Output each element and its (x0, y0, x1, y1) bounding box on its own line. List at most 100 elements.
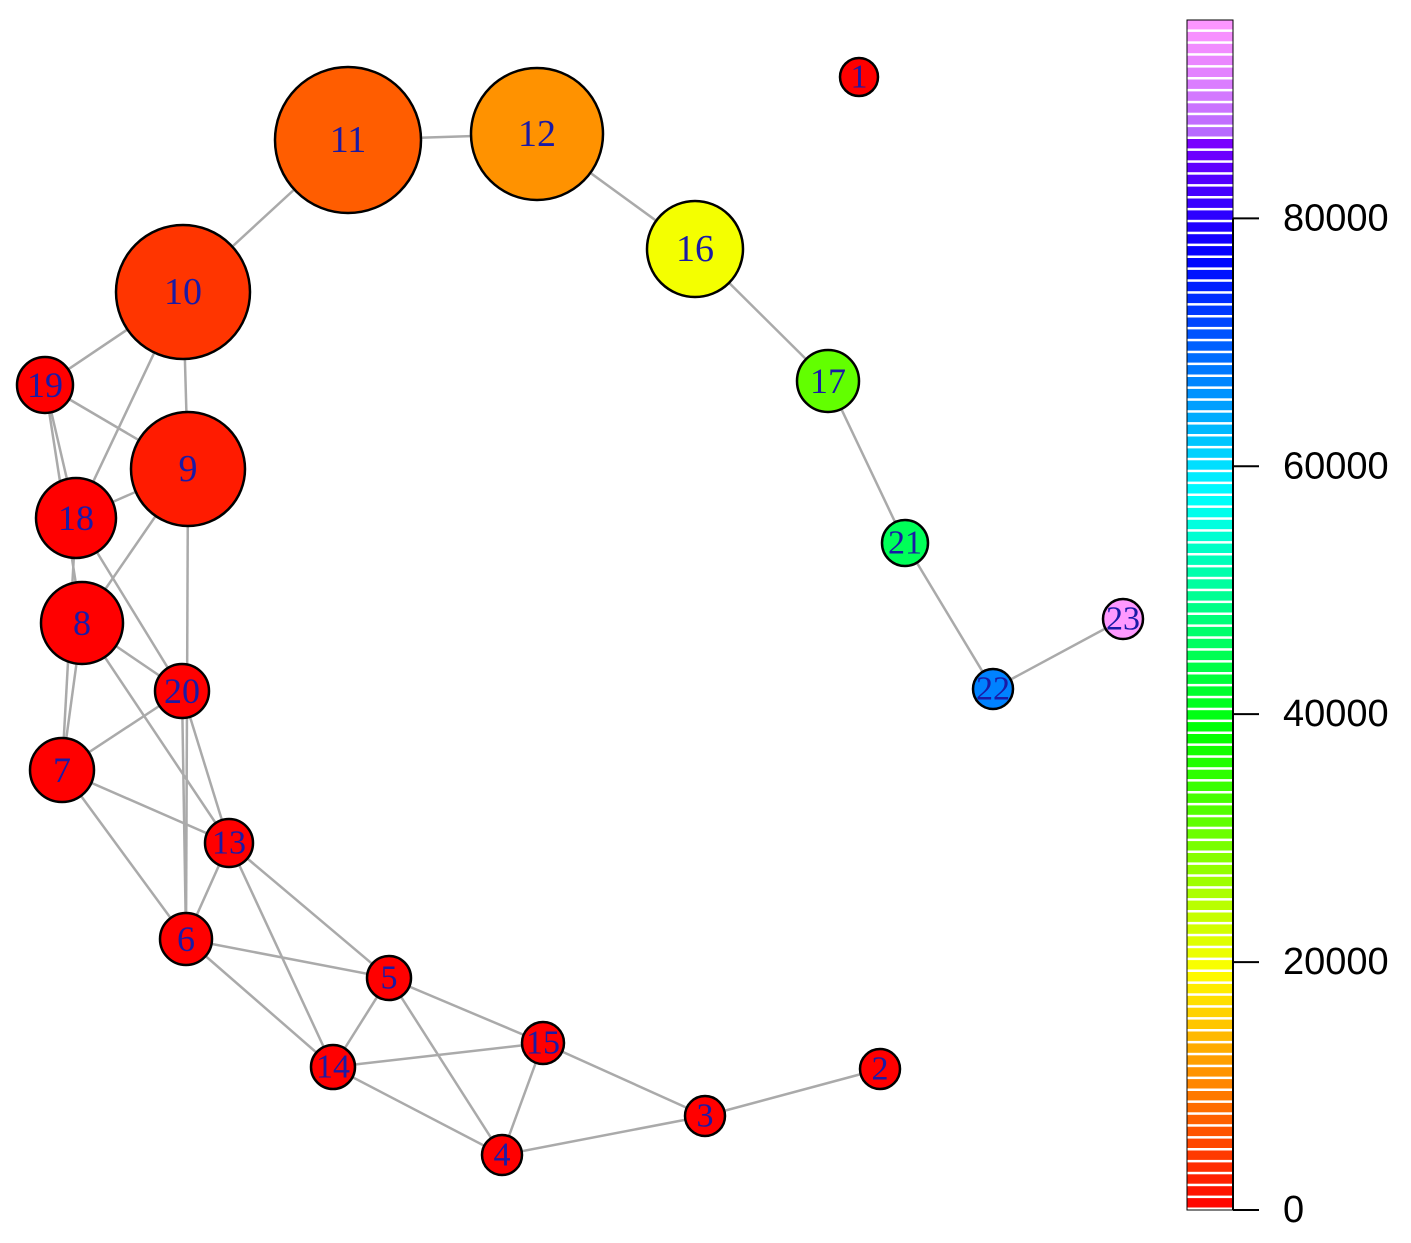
node-10-label: 10 (164, 271, 202, 313)
node-14: 14 (309, 1043, 357, 1091)
node-2: 2 (858, 1047, 902, 1091)
node-7-label: 7 (53, 750, 71, 790)
node-20: 20 (153, 662, 211, 720)
color-legend-band (1187, 139, 1233, 149)
edge-13-5 (228, 842, 390, 979)
color-legend-band (1187, 710, 1233, 720)
color-legend-band (1187, 924, 1233, 934)
color-legend-band (1187, 1114, 1233, 1125)
node-6: 6 (158, 911, 214, 967)
color-legend-band (1187, 162, 1233, 173)
node-22-label: 22 (976, 671, 1010, 708)
node-9: 9 (129, 410, 247, 528)
color-legend-band (1187, 198, 1233, 208)
color-legend-band (1187, 79, 1233, 89)
color-legend-band (1187, 948, 1233, 958)
node-3-circle (683, 1094, 727, 1138)
edge-5-4 (387, 977, 504, 1156)
color-legend-band (1187, 936, 1233, 946)
color-legend-band (1187, 591, 1233, 601)
color-legend-band (1187, 793, 1233, 803)
color-legend-band (1187, 1055, 1233, 1065)
color-legend-band (1187, 912, 1233, 922)
node-16-circle (645, 199, 745, 299)
color-legend-band (1187, 424, 1233, 434)
color-legend-band (1187, 388, 1233, 399)
edge-14-4 (332, 1065, 503, 1157)
color-legend-band (1187, 281, 1233, 292)
color-legend-band (1187, 353, 1233, 363)
color-legend-band (1187, 853, 1233, 863)
color-legend-band (1187, 317, 1233, 327)
node-8-circle (39, 580, 125, 666)
color-legend-band (1187, 603, 1233, 613)
node-23: 23 (1101, 597, 1145, 641)
node-4: 4 (480, 1133, 524, 1177)
node-9-label: 9 (179, 448, 198, 490)
color-legend-bands (1187, 20, 1233, 1208)
node-18-circle (34, 476, 118, 560)
edge-6-5 (185, 937, 390, 980)
color-legend-band (1187, 305, 1233, 315)
node-19-label: 19 (27, 365, 63, 405)
color-legend-band (1187, 293, 1233, 304)
color-legend-band (1187, 460, 1233, 470)
color-legend-band (1187, 888, 1233, 899)
node-6-label: 6 (177, 919, 195, 959)
color-legend-band (1187, 995, 1233, 1006)
edge-7-6 (60, 769, 188, 940)
node-10-circle (114, 223, 252, 361)
color-legend-band (1187, 496, 1233, 506)
node-23-circle (1101, 597, 1145, 641)
color-legend-band (1187, 246, 1233, 256)
edge-4-3 (501, 1114, 706, 1157)
node-2-label: 2 (872, 1051, 889, 1088)
node-11-label: 11 (330, 119, 367, 161)
color-legend-band (1187, 91, 1233, 101)
node-7: 7 (28, 736, 96, 804)
node-22-circle (971, 667, 1015, 711)
color-legend-tick-label-4: 80000 (1283, 197, 1389, 239)
color-legend-band (1187, 472, 1233, 482)
node-7-circle (28, 736, 96, 804)
color-legend-band (1187, 1198, 1233, 1208)
edge-6-14 (185, 938, 334, 1068)
color-legend-band (1187, 662, 1233, 672)
color-legend-band (1187, 341, 1233, 351)
color-legend-band (1187, 507, 1233, 518)
node-2-circle (858, 1047, 902, 1091)
edge-13-14 (227, 842, 335, 1068)
node-13: 13 (203, 817, 255, 869)
node-5-label: 5 (381, 960, 398, 997)
color-legend-band (1187, 983, 1233, 994)
node-15-circle (520, 1020, 566, 1066)
color-legend-band (1187, 43, 1233, 54)
color-legend-band (1187, 1031, 1233, 1041)
color-legend-band (1187, 1043, 1233, 1053)
color-legend-band (1187, 734, 1233, 744)
color-legend-band (1187, 1079, 1233, 1089)
node-19: 19 (15, 355, 75, 415)
color-legend-band (1187, 436, 1233, 446)
color-legend-tick-label-1: 20000 (1283, 941, 1389, 983)
color-legend-band (1187, 876, 1233, 887)
color-legend-band (1187, 543, 1233, 553)
node-13-label: 13 (212, 825, 246, 862)
color-legend-band (1187, 448, 1233, 458)
color-legend-band (1187, 1186, 1233, 1196)
node-17: 17 (795, 348, 861, 414)
node-23-label: 23 (1106, 601, 1140, 638)
color-legend-band (1187, 686, 1233, 696)
color-legend-band (1187, 269, 1233, 280)
color-legend-band (1187, 186, 1233, 196)
color-legend-band (1187, 365, 1233, 375)
color-legend-band (1187, 1138, 1233, 1148)
node-4-circle (480, 1133, 524, 1177)
color-legend-band (1187, 222, 1233, 232)
node-15-label: 15 (526, 1025, 560, 1062)
node-8: 8 (39, 580, 125, 666)
color-legend-band (1187, 567, 1233, 577)
color-legend-band (1187, 841, 1233, 851)
edge-20-6 (180, 690, 188, 940)
node-17-label: 17 (810, 361, 846, 401)
